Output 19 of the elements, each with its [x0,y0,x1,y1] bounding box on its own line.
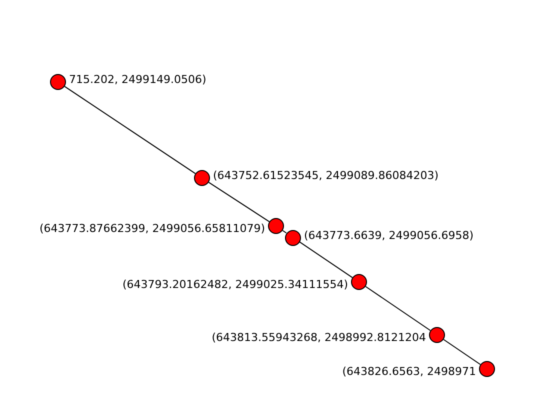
graph-node [268,218,284,234]
coordinate-label: (643813.55943268, 2498992.8121204 [212,331,426,344]
graph-node [50,74,66,90]
connector-line [365,286,431,331]
graph-node [285,230,301,246]
coordinate-label: (643773.87662399, 2499056.65811079) [39,222,265,235]
coordinate-label: (643826.6563, 2498971 [342,365,476,378]
graph-node [429,327,445,343]
coordinate-label: (643752.61523545, 2499089.86084203) [213,169,439,182]
graph-node [479,361,495,377]
connector-line [208,182,270,222]
coordinate-label: (643773.6639, 2499056.6958) [304,228,474,242]
coordinate-label: (643793.20162482, 2499025.34111554) [122,278,348,291]
connector-line [299,241,353,278]
coordinate-label: 715.202, 2499149.0506) [69,73,206,86]
connector-line [64,86,196,174]
graph-node [351,274,367,290]
graph-node [194,170,210,186]
connector-line [443,339,481,365]
